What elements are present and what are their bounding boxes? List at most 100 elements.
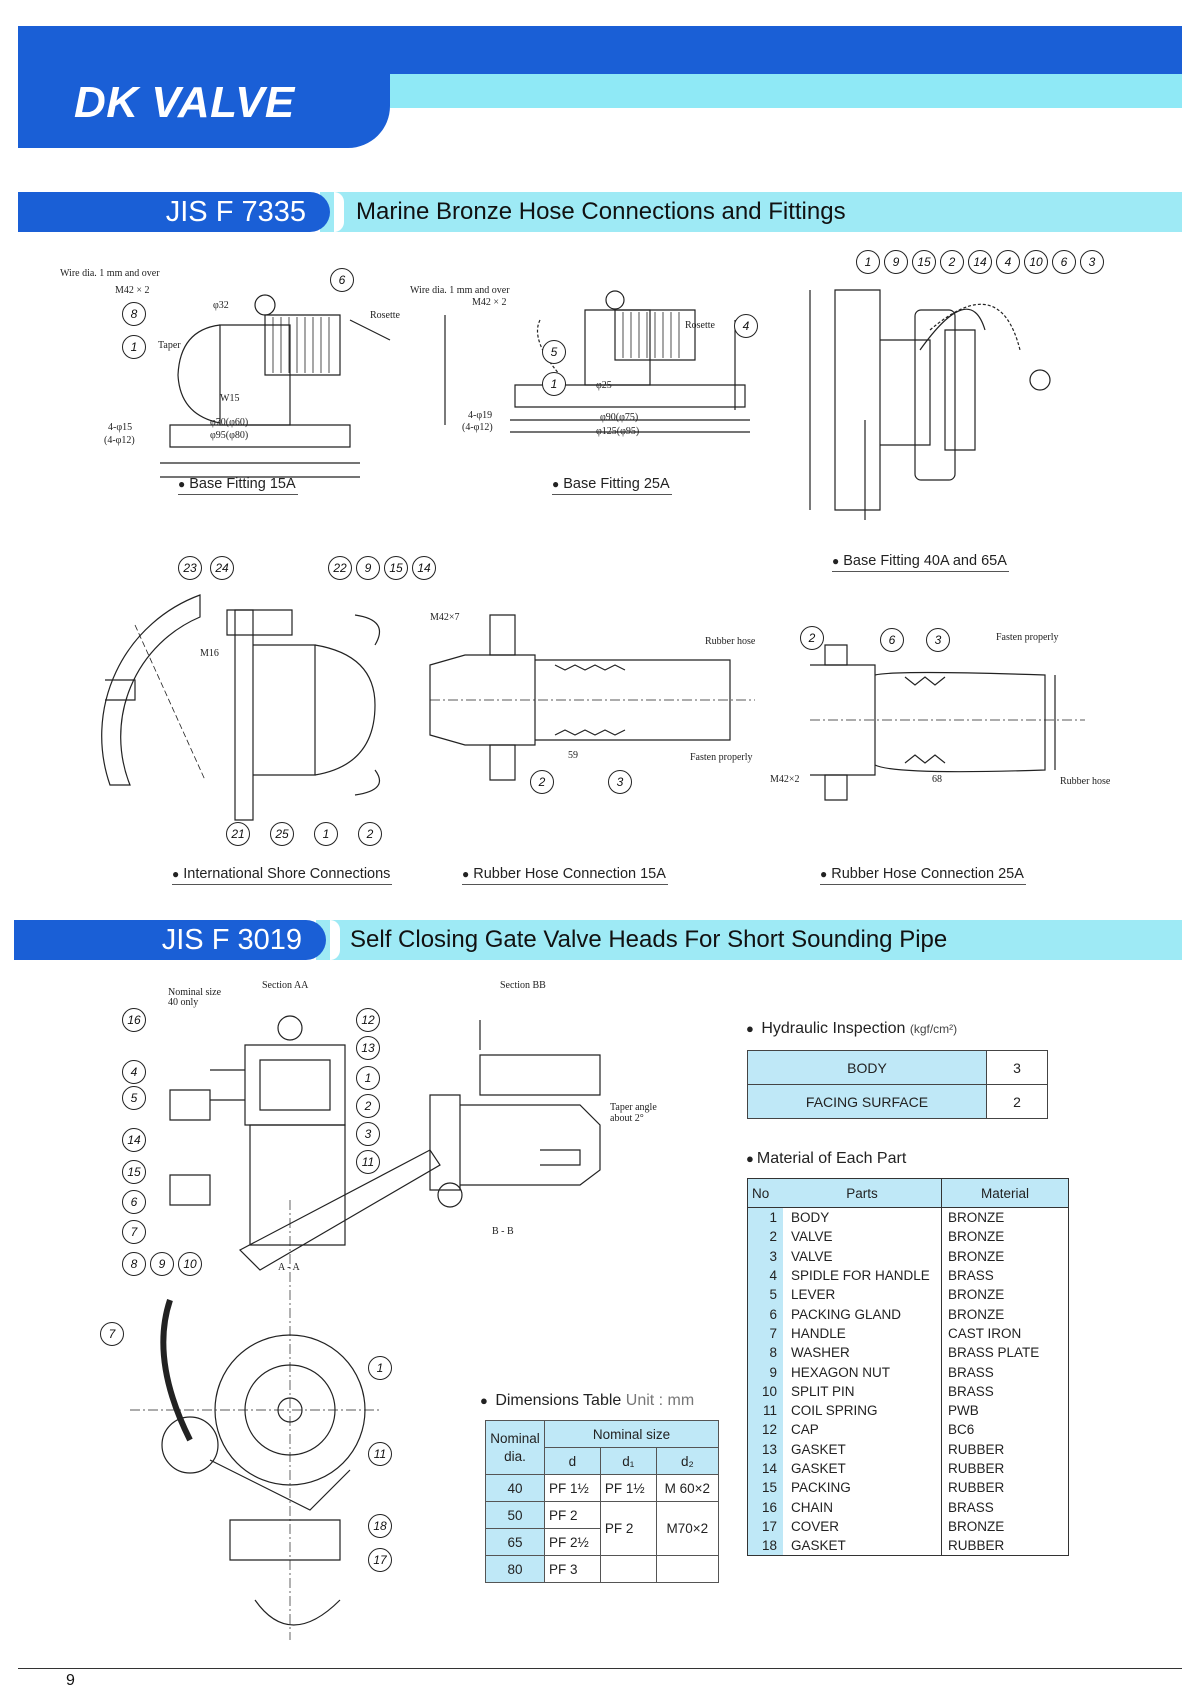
balloon: 1 bbox=[314, 822, 338, 846]
balloon: 9 bbox=[356, 556, 380, 580]
part-material: BRASS bbox=[941, 1362, 1069, 1382]
column-header: d₂ bbox=[655, 1447, 720, 1475]
balloon: 22 bbox=[328, 556, 352, 580]
size-d2: M 60×2 bbox=[655, 1474, 720, 1502]
balloon: 7 bbox=[100, 1322, 124, 1346]
column-header: Parts bbox=[783, 1178, 942, 1208]
balloon: 23 bbox=[178, 556, 202, 580]
note-m42-15a: M42 × 2 bbox=[115, 285, 150, 296]
balloon: 1 bbox=[368, 1356, 392, 1380]
note-d25: φ25 bbox=[596, 380, 612, 391]
base-fitting-25a-drawing bbox=[470, 280, 760, 460]
part-material: RUBBER bbox=[941, 1458, 1069, 1479]
gate-valve-drawing bbox=[110, 1000, 690, 1650]
size-d1: PF 2 bbox=[599, 1501, 657, 1556]
balloon: 1 bbox=[122, 335, 146, 359]
note-holes-15a-alt: (4-φ12) bbox=[104, 435, 135, 446]
balloon: 10 bbox=[1024, 250, 1048, 274]
balloon: 15 bbox=[122, 1160, 146, 1184]
size-d1 bbox=[599, 1555, 657, 1583]
column-header: Material bbox=[941, 1178, 1069, 1208]
part-number: 11 bbox=[747, 1400, 783, 1421]
materials-heading: Material of Each Part bbox=[746, 1150, 906, 1168]
hydraulic-label: FACING SURFACE bbox=[747, 1084, 987, 1119]
hydraulic-table: BODY 3 FACING SURFACE 2 bbox=[747, 1050, 1048, 1119]
table-row: 50 PF 2 PF 2 M70×2 bbox=[485, 1501, 720, 1556]
header-accent-band bbox=[390, 74, 1182, 108]
note-wire-dia-15a: Wire dia. 1 mm and over bbox=[60, 268, 160, 279]
part-number: 5 bbox=[747, 1285, 783, 1305]
balloon: 13 bbox=[356, 1036, 380, 1060]
balloon: 5 bbox=[542, 340, 566, 364]
part-number: 14 bbox=[747, 1458, 783, 1479]
note-phi32: φ32 bbox=[213, 300, 229, 311]
part-material: BRASS bbox=[941, 1381, 1069, 1401]
balloon: 3 bbox=[608, 770, 632, 794]
part-name: PACKING GLAND bbox=[791, 1306, 902, 1322]
balloon: 4 bbox=[734, 314, 758, 338]
part-number: 7 bbox=[747, 1323, 783, 1344]
column-header: d bbox=[544, 1447, 601, 1475]
part-name: WASHER bbox=[791, 1345, 850, 1361]
brand-block bbox=[18, 74, 390, 148]
note-m42x7: M42×7 bbox=[430, 612, 460, 623]
note-d70: φ70(φ60) bbox=[210, 417, 249, 428]
balloon: 11 bbox=[356, 1150, 380, 1174]
part-number: 13 bbox=[747, 1439, 783, 1459]
balloon: 2 bbox=[800, 626, 824, 650]
part-number: 4 bbox=[747, 1265, 783, 1286]
hydraulic-heading: Hydraulic Inspection (kgf/cm²) bbox=[746, 1020, 957, 1038]
balloon: 2 bbox=[356, 1094, 380, 1118]
part-material: BRONZE bbox=[941, 1285, 1069, 1305]
note-d125: φ125(φ95) bbox=[596, 426, 640, 437]
note-fasten-25a: Fasten properly bbox=[996, 632, 1059, 643]
part-number: 2 bbox=[747, 1227, 783, 1247]
balloon: 3 bbox=[356, 1122, 380, 1146]
balloon: 4 bbox=[122, 1060, 146, 1084]
note-aa-view: A - A bbox=[278, 1262, 300, 1273]
balloon: 18 bbox=[368, 1514, 392, 1538]
balloon: 16 bbox=[122, 1008, 146, 1032]
part-material: BRASS bbox=[941, 1265, 1069, 1286]
balloon: 14 bbox=[412, 556, 436, 580]
balloon: 4 bbox=[996, 250, 1020, 274]
balloon: 3 bbox=[926, 628, 950, 652]
note-fasten-15a: Fasten properly bbox=[690, 752, 753, 763]
size-d: PF 3 bbox=[544, 1555, 601, 1583]
note-shore-w16: M16 bbox=[200, 648, 219, 659]
part-material: RUBBER bbox=[941, 1439, 1069, 1459]
part-name: PACKING bbox=[791, 1480, 851, 1496]
part-number: 16 bbox=[747, 1497, 783, 1517]
part-number: 9 bbox=[747, 1362, 783, 1382]
balloon: 6 bbox=[880, 628, 904, 652]
part-number: 8 bbox=[747, 1343, 783, 1363]
part-material: BRONZE bbox=[941, 1227, 1069, 1247]
part-number: 6 bbox=[747, 1304, 783, 1324]
part-number: 17 bbox=[747, 1516, 783, 1537]
base-fitting-40a-65a-drawing bbox=[820, 270, 1080, 530]
balloon: 1 bbox=[856, 250, 880, 274]
note-m42-25a: M42 × 2 bbox=[472, 297, 507, 308]
note-holes-15a: 4-φ15 bbox=[108, 422, 133, 433]
part-material: BC6 bbox=[941, 1420, 1069, 1440]
balloon: 9 bbox=[150, 1252, 174, 1276]
caption-shore-connections: International Shore Connections bbox=[172, 866, 393, 885]
section1-bar bbox=[320, 192, 1182, 232]
brand-title: DK VALVE bbox=[74, 78, 295, 127]
note-w15: W15 bbox=[220, 393, 240, 404]
part-name: VALVE bbox=[791, 1248, 833, 1264]
part-material: BRASS PLATE bbox=[941, 1343, 1069, 1363]
caption-base-40a-65a: Base Fitting 40A and 65A bbox=[832, 553, 1009, 572]
part-material: CAST IRON bbox=[941, 1323, 1069, 1344]
hydraulic-value: 2 bbox=[986, 1084, 1048, 1119]
note-bb-view: B - B bbox=[492, 1226, 514, 1237]
part-material: BRONZE bbox=[941, 1207, 1069, 1228]
balloon: 21 bbox=[226, 822, 250, 846]
part-name: GASKET bbox=[791, 1461, 846, 1476]
